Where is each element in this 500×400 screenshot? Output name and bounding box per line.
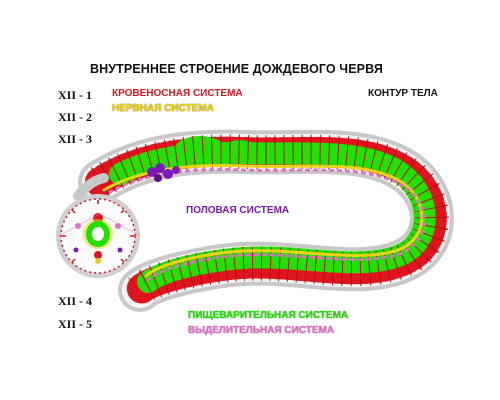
gizzard bbox=[222, 140, 258, 164]
plate-code-4: XII - 4 bbox=[58, 294, 93, 308]
label-reproductive-system: ПОЛОВАЯ СИСТЕМА bbox=[186, 205, 290, 216]
cross-section bbox=[56, 194, 141, 278]
reproductive-organs bbox=[147, 163, 180, 182]
crop bbox=[174, 136, 226, 164]
plate-code-2: XII - 2 bbox=[58, 110, 93, 124]
plate-code-1: XII - 1 bbox=[58, 88, 93, 102]
head-tip bbox=[73, 173, 109, 201]
label-body-contour: КОНТУР ТЕЛА bbox=[368, 88, 438, 99]
label-digestive-system: ПИЩЕВАРИТЕЛЬНАЯ СИСТЕМА bbox=[188, 310, 349, 321]
label-excretory-system: ВЫДЕЛИТЕЛЬНАЯ СИСТЕМА bbox=[188, 325, 335, 336]
label-blood-system: КРОВЕНОСНАЯ СИСТЕМА bbox=[112, 88, 243, 99]
segment-lines bbox=[90, 134, 449, 304]
diagram-title: ВНУТРЕННЕЕ СТРОЕНИЕ ДОЖДЕВОГО ЧЕРВЯ bbox=[90, 62, 383, 76]
plate-code-5: XII - 5 bbox=[58, 317, 93, 331]
label-nervous-system: НЕРВНАЯ СИСТЕМА bbox=[112, 103, 214, 114]
plate-code-3: XII - 3 bbox=[58, 132, 93, 146]
excretory-organs bbox=[108, 168, 426, 282]
